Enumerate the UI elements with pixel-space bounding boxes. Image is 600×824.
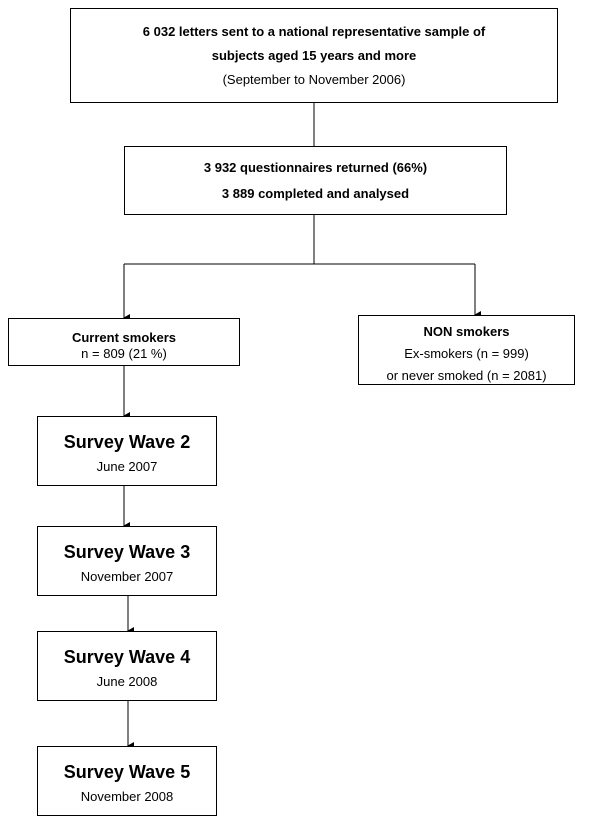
ex-smokers-count: Ex-smokers (n = 999) — [404, 346, 529, 361]
survey-wave-3-title: Survey Wave 3 — [63, 542, 191, 562]
survey-wave-4-title: Survey Wave 4 — [63, 647, 191, 667]
survey-wave-2-box: Survey Wave 2 June 2007 — [37, 416, 217, 486]
letters-period: (September to November 2006) — [222, 72, 406, 87]
questionnaires-box: 3 932 questionnaires returned (66%) 3 88… — [124, 146, 507, 215]
survey-wave-3-date: November 2007 — [80, 569, 174, 584]
questionnaires-returned: 3 932 questionnaires returned (66%) — [203, 160, 428, 175]
letters-line-1: 6 032 letters sent to a national represe… — [142, 24, 486, 39]
letters-sent-box: 6 032 letters sent to a national represe… — [70, 8, 558, 103]
survey-wave-4-date: June 2008 — [96, 674, 158, 689]
non-smokers-title: NON smokers — [423, 324, 510, 339]
current-smokers-box: Current smokers n = 809 (21 %) — [8, 318, 240, 366]
questionnaires-analysed: 3 889 completed and analysed — [221, 186, 410, 201]
survey-wave-4-box: Survey Wave 4 June 2008 — [37, 631, 217, 701]
survey-wave-2-date: June 2007 — [96, 459, 158, 474]
survey-wave-5-box: Survey Wave 5 November 2008 — [37, 746, 217, 816]
never-smoked-count: or never smoked (n = 2081) — [386, 368, 547, 383]
current-smokers-count: n = 809 (21 %) — [81, 346, 167, 361]
current-smokers-title: Current smokers — [71, 330, 177, 345]
non-smokers-box: NON smokers Ex-smokers (n = 999) or neve… — [358, 315, 575, 385]
survey-wave-2-title: Survey Wave 2 — [63, 432, 191, 452]
letters-line-2: subjects aged 15 years and more — [211, 48, 417, 63]
survey-wave-5-title: Survey Wave 5 — [63, 762, 191, 782]
survey-wave-5-date: November 2008 — [80, 789, 174, 804]
survey-wave-3-box: Survey Wave 3 November 2007 — [37, 526, 217, 596]
